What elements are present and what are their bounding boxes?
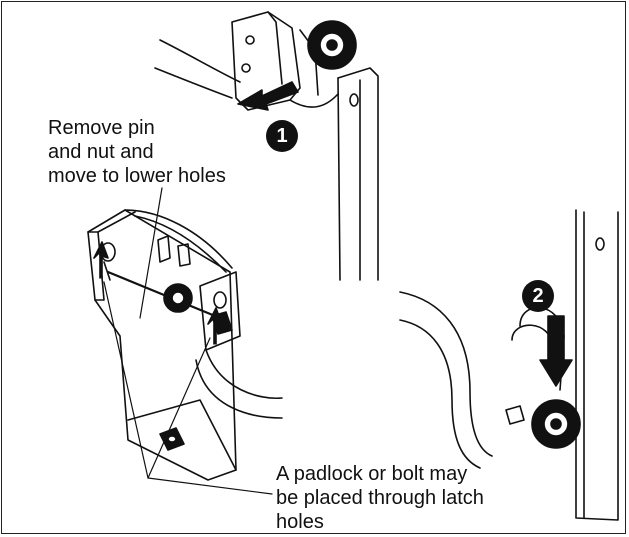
bolt-nut — [159, 427, 185, 451]
lower-left-bracket — [87, 187, 283, 495]
roller-wheel-top — [307, 20, 357, 70]
step-1-callout: 1 — [266, 120, 298, 152]
lower-right-detail — [399, 209, 619, 521]
step-2-callout: 2 — [522, 280, 554, 312]
roller-wheel-left — [163, 283, 193, 313]
padlock-note: A padlock or bolt may be placed through … — [276, 463, 484, 533]
top-latch-detail — [154, 11, 379, 281]
roller-wheel-right — [531, 399, 581, 449]
remove-pin-instruction: Remove pin and nut and move to lower hol… — [48, 117, 226, 187]
